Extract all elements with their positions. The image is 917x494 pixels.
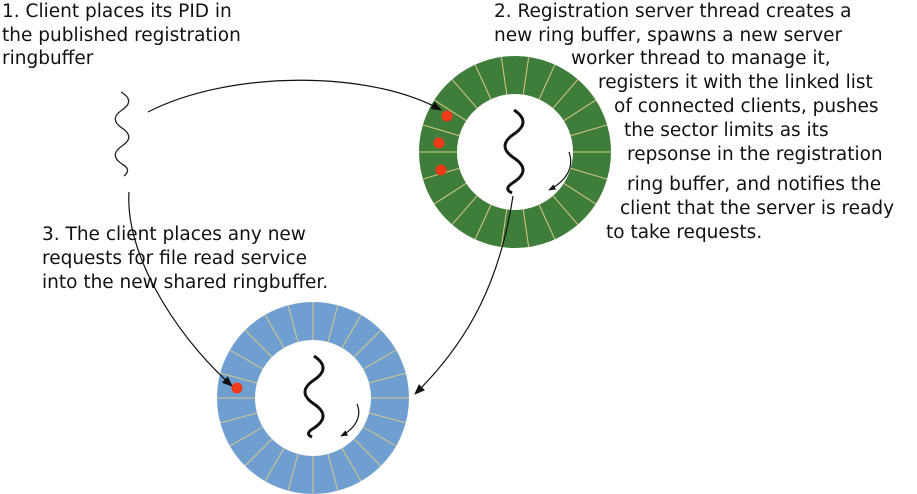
ring-sector-divider: [500, 56, 508, 95]
server-thread-icon: [503, 108, 525, 195]
ring-sector-divider: [538, 64, 556, 100]
step1-line: 1. Client places its PID in: [2, 1, 232, 22]
ring-sector-divider: [220, 372, 258, 384]
ring-sector-divider: [341, 447, 362, 482]
ring-sector-divider: [474, 64, 492, 100]
step1-text: 1. Client places its PID in the publishe…: [2, 1, 247, 69]
ring-sector-divider: [244, 329, 273, 358]
request-marker: [231, 382, 243, 394]
ring-sector-divider: [353, 438, 382, 467]
step1-line: ringbuffer: [2, 48, 94, 69]
ring-sector-divider: [353, 329, 382, 358]
ring-sector-divider: [229, 426, 264, 447]
arrow-client-to-registration: [147, 79, 442, 113]
step2-line: repsonse in the registration: [627, 144, 883, 165]
ring-sector-divider: [451, 195, 478, 225]
ring-sector-divider: [362, 349, 397, 370]
ring-sector-divider: [433, 182, 467, 205]
ring-sector-divider: [522, 56, 530, 95]
client-thread-icon: [114, 91, 130, 177]
ring-sector-divider: [570, 167, 608, 180]
step2-line: of connected clients, pushes: [614, 96, 879, 117]
ring-sector-divider: [368, 372, 406, 384]
ring-sector-divider: [341, 314, 362, 349]
rotation-arrow: [548, 151, 572, 191]
ring-sector-divider: [500, 209, 508, 248]
step2-line: worker thread to manage it,: [571, 48, 831, 69]
ring-sector-divider: [522, 209, 530, 248]
ring-sector-divider: [287, 453, 299, 491]
step2-line: ring buffer, and notifies the: [627, 174, 881, 195]
step3-text: 3. The client places any new requests fo…: [42, 224, 328, 293]
rotation-arrow: [340, 403, 360, 437]
step3-line: into the new shared ringbuffer.: [42, 272, 328, 293]
ring-sector-divider: [368, 412, 406, 424]
arrow-registration-to-shared: [414, 195, 514, 395]
ring-sector-divider: [570, 124, 608, 137]
ring-sector-divider: [563, 99, 597, 122]
step2-line: 2. Registration server thread creates a: [494, 1, 852, 22]
step2-line: the sector limits as its: [624, 120, 829, 141]
ring-sector-divider: [362, 426, 397, 447]
request-marker: [435, 164, 447, 176]
arrow-client-to-shared: [128, 191, 233, 387]
ring-sector-divider: [327, 305, 339, 343]
ring-sector-divider: [422, 124, 460, 137]
ring-sector-divider: [327, 453, 339, 491]
request-marker: [441, 110, 453, 122]
ring-sector-divider: [552, 195, 579, 225]
ring-sector-divider: [220, 412, 258, 424]
ring-sector-divider: [244, 438, 273, 467]
step2-line: new ring buffer, spawns a new server: [494, 25, 843, 46]
step2-line: registers it with the linked list: [598, 72, 873, 93]
ring-sector-divider: [229, 349, 264, 370]
ring-sector-divider: [287, 305, 299, 343]
step2-line: to take requests.: [606, 222, 762, 243]
ring-band: [419, 56, 611, 248]
step2-text: 2. Registration server thread creates a …: [494, 1, 900, 243]
ring-sector-divider: [552, 79, 579, 109]
ring-sector-divider: [474, 204, 492, 240]
ring-sector-divider: [264, 447, 285, 482]
step3-line: requests for file read service: [42, 248, 307, 269]
step1-line: the published registration: [2, 25, 241, 46]
ring-sector-divider: [451, 79, 478, 109]
ring-sector-divider: [538, 204, 556, 240]
request-marker: [433, 137, 445, 149]
ring-sector-divider: [264, 314, 285, 349]
ring-sector-divider: [563, 182, 597, 205]
shared-ring-buffer: [217, 302, 409, 494]
step3-line: 3. The client places any new: [42, 224, 306, 245]
registration-ring-buffer: [419, 56, 611, 248]
step2-line: client that the server is ready: [620, 198, 894, 219]
worker-thread-icon: [303, 354, 325, 439]
